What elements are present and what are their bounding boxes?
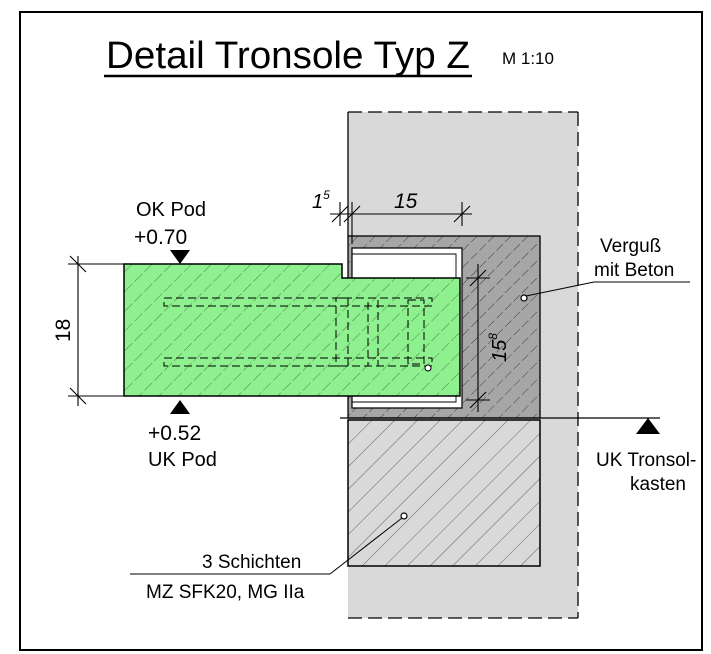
dimension-slab-thickness (68, 255, 124, 406)
level-marker-bottom (170, 400, 190, 414)
reinforcement (163, 297, 433, 367)
level-bottom-value: +0.52 (148, 422, 201, 445)
masonry-label-line1: 3 Schichten (202, 552, 301, 573)
level-bottom-name: UK Pod (148, 449, 217, 471)
level-marker-top (170, 250, 190, 264)
level-top-value: +0.70 (134, 226, 187, 249)
grout-leader (525, 281, 595, 297)
drawing-title: Detail Tronsole Typ Z (106, 35, 470, 77)
level-top-name: OK Pod (136, 199, 206, 221)
dim-gap-label: 15 (312, 188, 330, 213)
scale-label: M 1:10 (502, 49, 554, 68)
sheet-frame (19, 11, 703, 651)
box-label-line2: kasten (630, 474, 686, 495)
grout-label-line1: Verguß (600, 236, 661, 257)
dim-slab-thickness-label: 18 (52, 319, 75, 342)
dimension-box-height (466, 264, 490, 412)
grout-label-line2: mit Beton (594, 260, 674, 281)
masonry-leader (329, 517, 403, 575)
masonry-label-line2: MZ SFK20, MG IIa (146, 582, 305, 603)
dimension-insert (330, 202, 472, 244)
box-label-line1: UK Tronsol- (596, 450, 696, 471)
dim-box-height-label: 158 (486, 333, 511, 362)
level-marker-box (636, 418, 660, 434)
dim-insert-label: 15 (394, 190, 418, 213)
